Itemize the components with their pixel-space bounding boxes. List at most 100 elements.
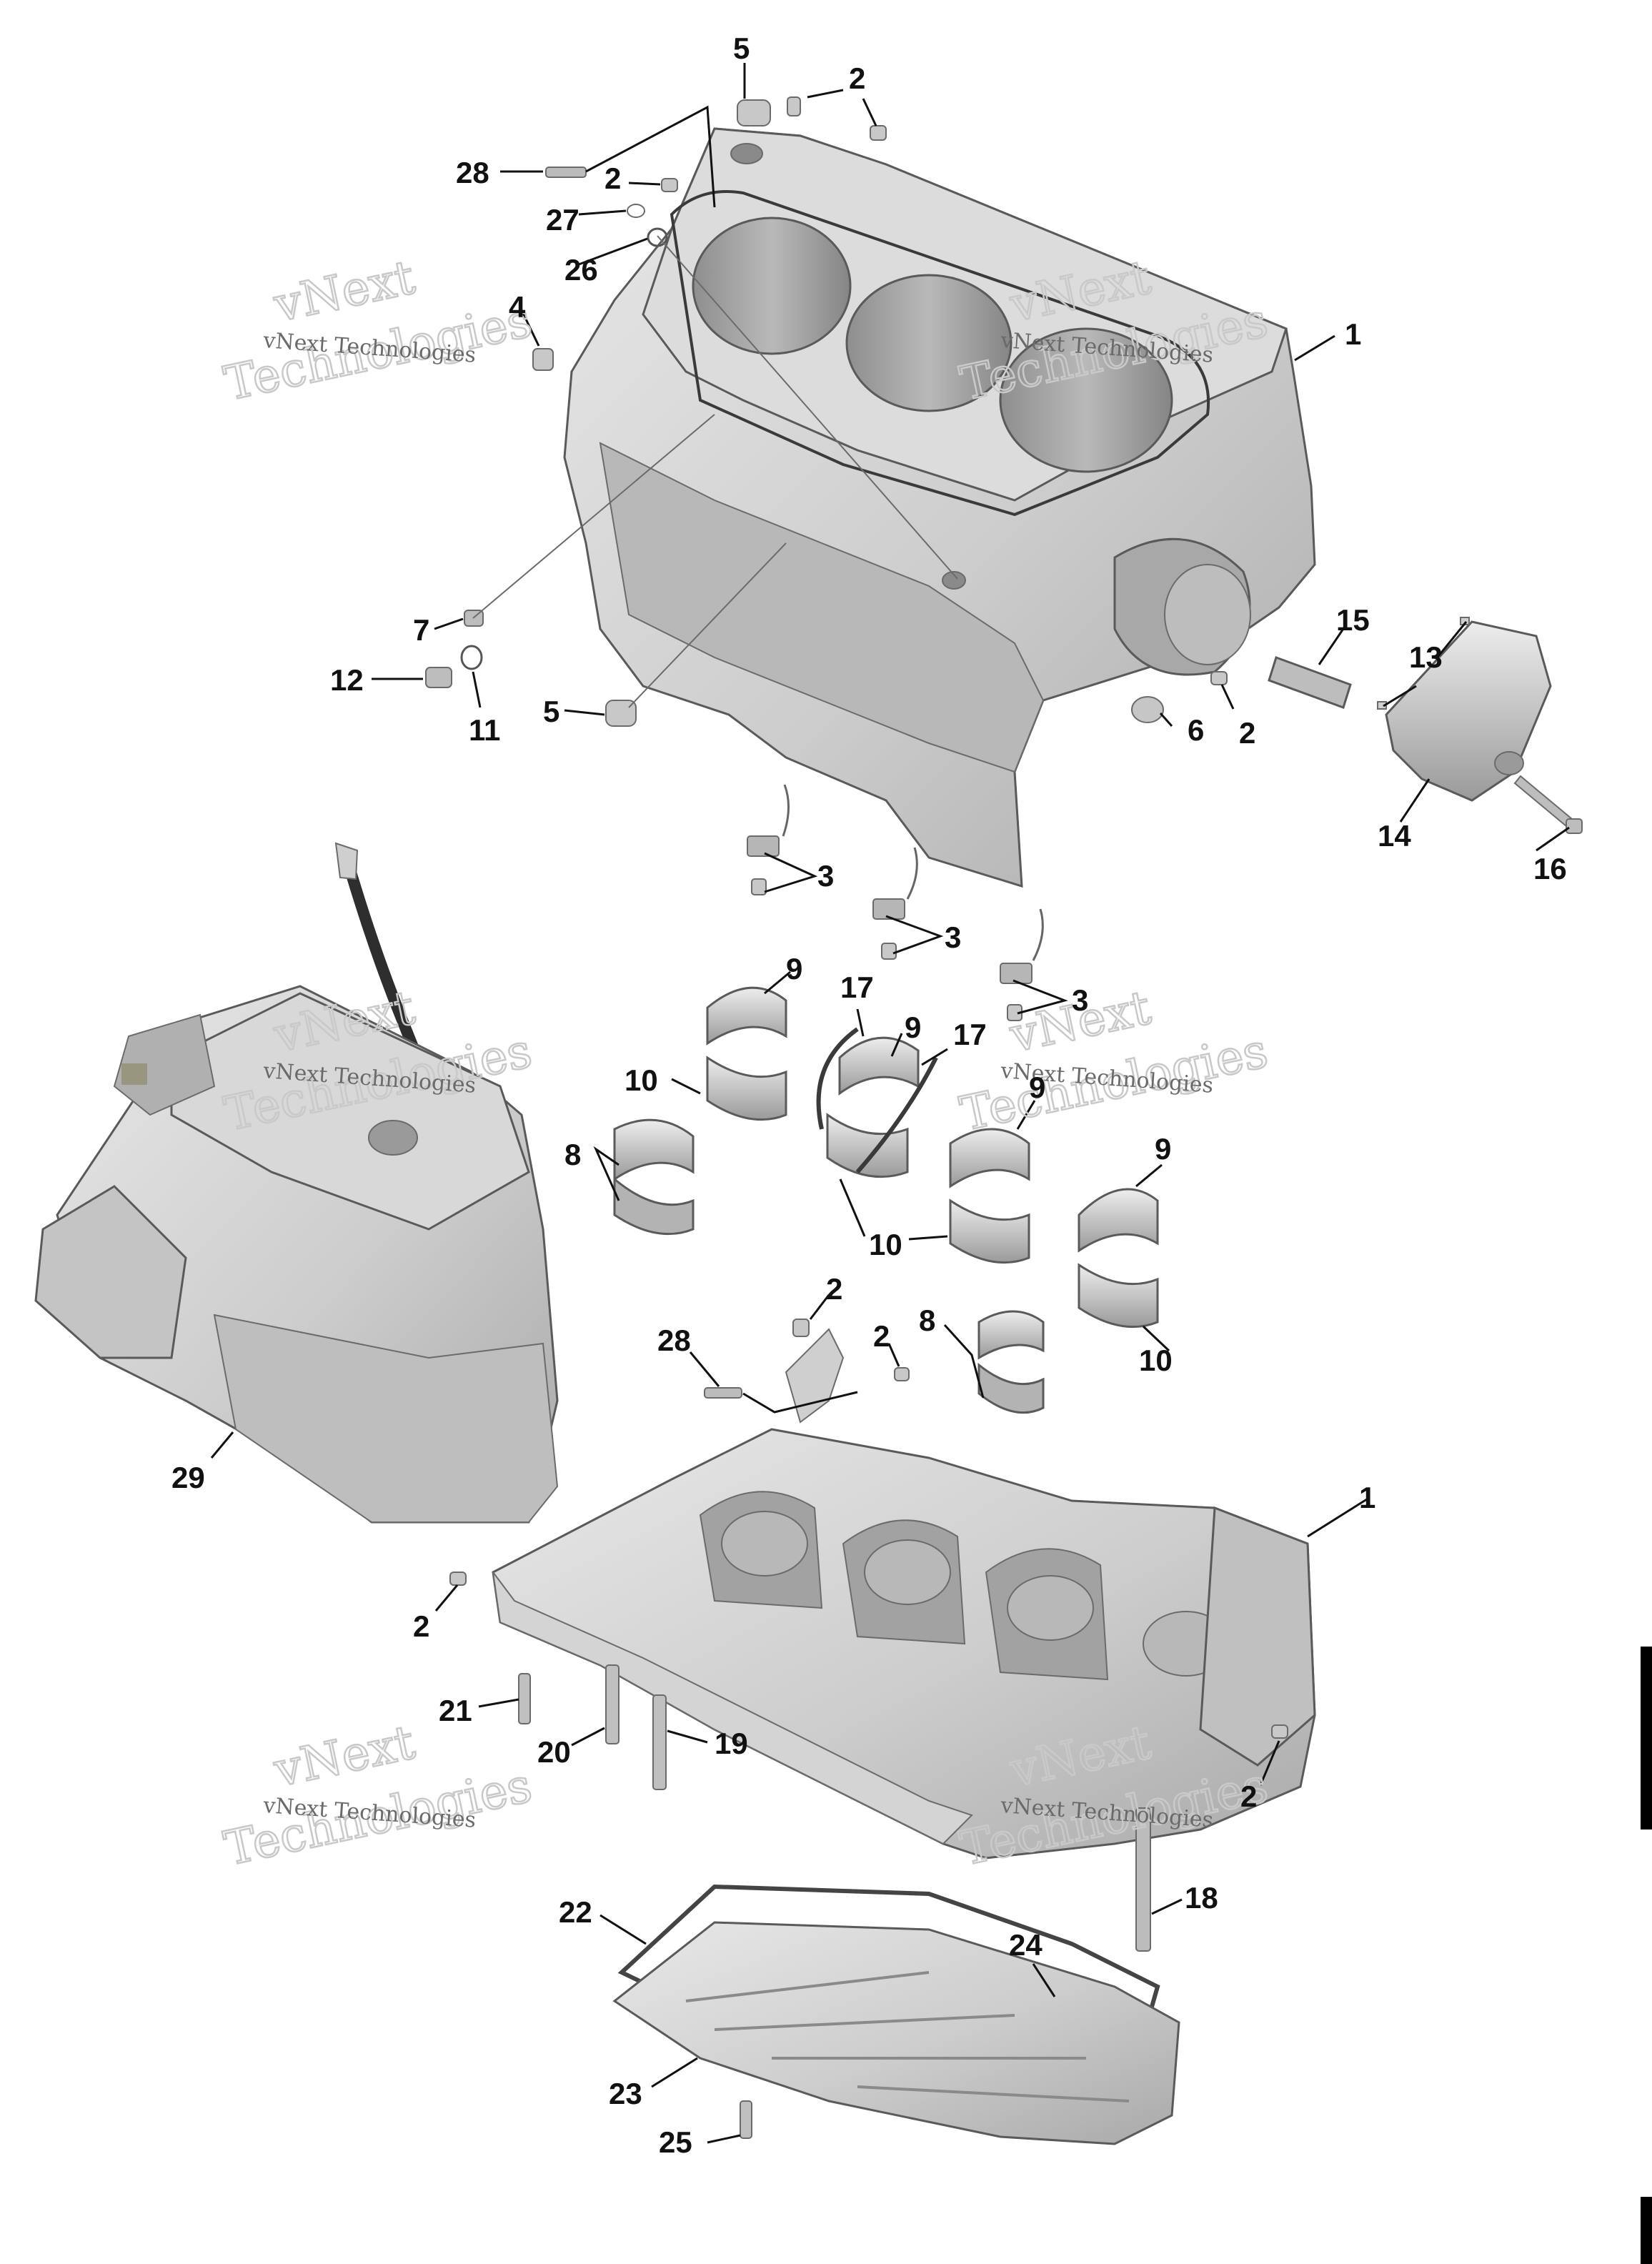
callout-28-top: 28 <box>456 156 489 189</box>
leader-lines <box>210 63 1570 2144</box>
part-3-sensors <box>747 784 1044 1021</box>
callout-3-b: 3 <box>945 920 961 954</box>
right-edge-tab-upper <box>1641 1647 1652 1829</box>
thrust-washer-17-left <box>816 1027 859 1130</box>
bearing-shell-9-center <box>816 1027 938 1178</box>
lower-crankcase-end-housing <box>1199 1506 1316 1767</box>
callout-1-lower: 1 <box>1359 1481 1375 1514</box>
callout-7: 7 <box>413 613 429 647</box>
watermark-bl: vNext Technologies vNext Technologies <box>219 1714 537 1877</box>
part-25-bolt <box>740 2100 752 2139</box>
callout-9-c: 9 <box>1029 1071 1045 1104</box>
callout-12: 12 <box>330 663 364 697</box>
callout-8-a: 8 <box>564 1138 581 1171</box>
upper-crankcase-bore-hole <box>730 143 763 164</box>
lower-crankcase-journal-2 <box>864 1539 951 1605</box>
bearing-shells <box>613 986 1159 1414</box>
engine-left-cover <box>34 1185 187 1359</box>
upper-crankcase <box>563 127 1316 888</box>
part-23-oil-pan <box>612 1921 1180 2145</box>
part-15-shaft <box>1268 656 1352 709</box>
dipstick-guide-line-c <box>628 542 787 708</box>
part-5-top-bushing <box>737 99 771 126</box>
assembled-engine <box>34 842 559 1524</box>
callout-26: 26 <box>564 253 598 287</box>
part-2-dowel-lowright <box>1271 1724 1288 1739</box>
callout-13: 13 <box>1409 640 1443 674</box>
lower-crankcase-flange <box>492 1572 973 1845</box>
callout-17-a: 17 <box>840 970 874 1004</box>
sensor-3b-bolt <box>881 943 897 960</box>
callout-24: 24 <box>1009 1928 1043 1962</box>
engine-lower-case <box>213 1314 559 1523</box>
engine-highlight-olive <box>121 1063 147 1085</box>
callout-2-lowright: 2 <box>1240 1779 1257 1813</box>
bearing-shell-8-left <box>613 1118 695 1236</box>
right-edge-tab-lower <box>1641 2197 1652 2264</box>
engine-intake <box>113 1013 216 1116</box>
callout-2-upper: 2 <box>604 162 621 195</box>
dipstick-guide-line-b <box>472 414 715 619</box>
part-2-dowel-right <box>1210 671 1228 685</box>
right-hardware <box>1131 617 1583 834</box>
sensor-3b-body <box>872 898 905 920</box>
engine-dipstick-handle <box>334 842 359 880</box>
part-19-bolt <box>652 1694 667 1790</box>
callout-10-a: 10 <box>625 1063 658 1097</box>
part-20-bolt <box>605 1664 620 1744</box>
oil-pan-assembly <box>612 1884 1180 2145</box>
watermark-mr: vNext Technologies vNext Technologies <box>955 979 1273 1143</box>
callout-15: 15 <box>1336 603 1370 637</box>
part-2-dowel-top-b <box>870 125 887 141</box>
part-2-dowel-upper <box>661 178 678 192</box>
upper-crankcase-boss <box>1164 564 1251 665</box>
bearing-shell-8-lower <box>977 1310 1045 1414</box>
sensor-3c-body <box>1000 963 1032 984</box>
callout-11: 11 <box>469 713 500 747</box>
callout-3-a: 3 <box>817 859 834 893</box>
callout-27: 27 <box>546 203 579 237</box>
part-5-mid-bushing <box>605 700 637 727</box>
part-26-o-ring <box>647 227 668 247</box>
callout-2-right: 2 <box>1239 716 1255 750</box>
callout-28-lower: 28 <box>657 1324 691 1357</box>
callout-20: 20 <box>537 1735 571 1769</box>
sensor-3c-wire <box>1032 908 1044 961</box>
part-12-bolt <box>425 667 452 688</box>
callout-8-b: 8 <box>919 1304 935 1337</box>
callout-9-a: 9 <box>786 952 802 985</box>
part-14-pump-boss <box>1494 751 1524 775</box>
upper-crankcase-skirt <box>599 442 1045 773</box>
callout-18: 18 <box>1185 1881 1218 1915</box>
engine-oil-cap <box>368 1120 418 1156</box>
sensor-3b-wire <box>906 847 918 900</box>
dipstick-guide-line-a <box>657 235 958 580</box>
bearing-shell-9-far-right <box>1078 1188 1159 1329</box>
callout-9-b: 9 <box>905 1011 921 1044</box>
sensor-3a-body <box>747 835 780 857</box>
callout-5-mid: 5 <box>543 695 559 728</box>
callout-25: 25 <box>659 2125 692 2159</box>
engine-valve-cover <box>170 992 530 1231</box>
engine-dipstick-tube <box>341 855 434 1088</box>
callout-2-left: 2 <box>413 1609 429 1643</box>
part-16-bolt <box>1513 775 1573 828</box>
callout-10-c: 10 <box>1139 1344 1173 1377</box>
callout-4: 4 <box>509 290 526 324</box>
part-2-dowel-left <box>449 1572 467 1586</box>
callout-3-c: 3 <box>1072 983 1088 1017</box>
part-28-bolt-top <box>545 167 587 178</box>
thrust-washer-17-right <box>855 1056 938 1173</box>
callout-10-b: 10 <box>869 1228 902 1261</box>
lower-crankcase <box>492 1328 1316 1860</box>
sensor-3a-bolt <box>751 878 767 895</box>
callout-2-top: 2 <box>849 61 865 95</box>
bearing-shell-9-right <box>949 1128 1030 1264</box>
callout-23: 23 <box>609 2077 642 2110</box>
part-16-bolt-head <box>1566 818 1583 834</box>
cylinder-bore-3 <box>999 327 1173 473</box>
callout-17-b: 17 <box>953 1018 987 1051</box>
part-2-dowel-lower <box>792 1319 810 1337</box>
part-18-bolt <box>1135 1807 1151 1952</box>
